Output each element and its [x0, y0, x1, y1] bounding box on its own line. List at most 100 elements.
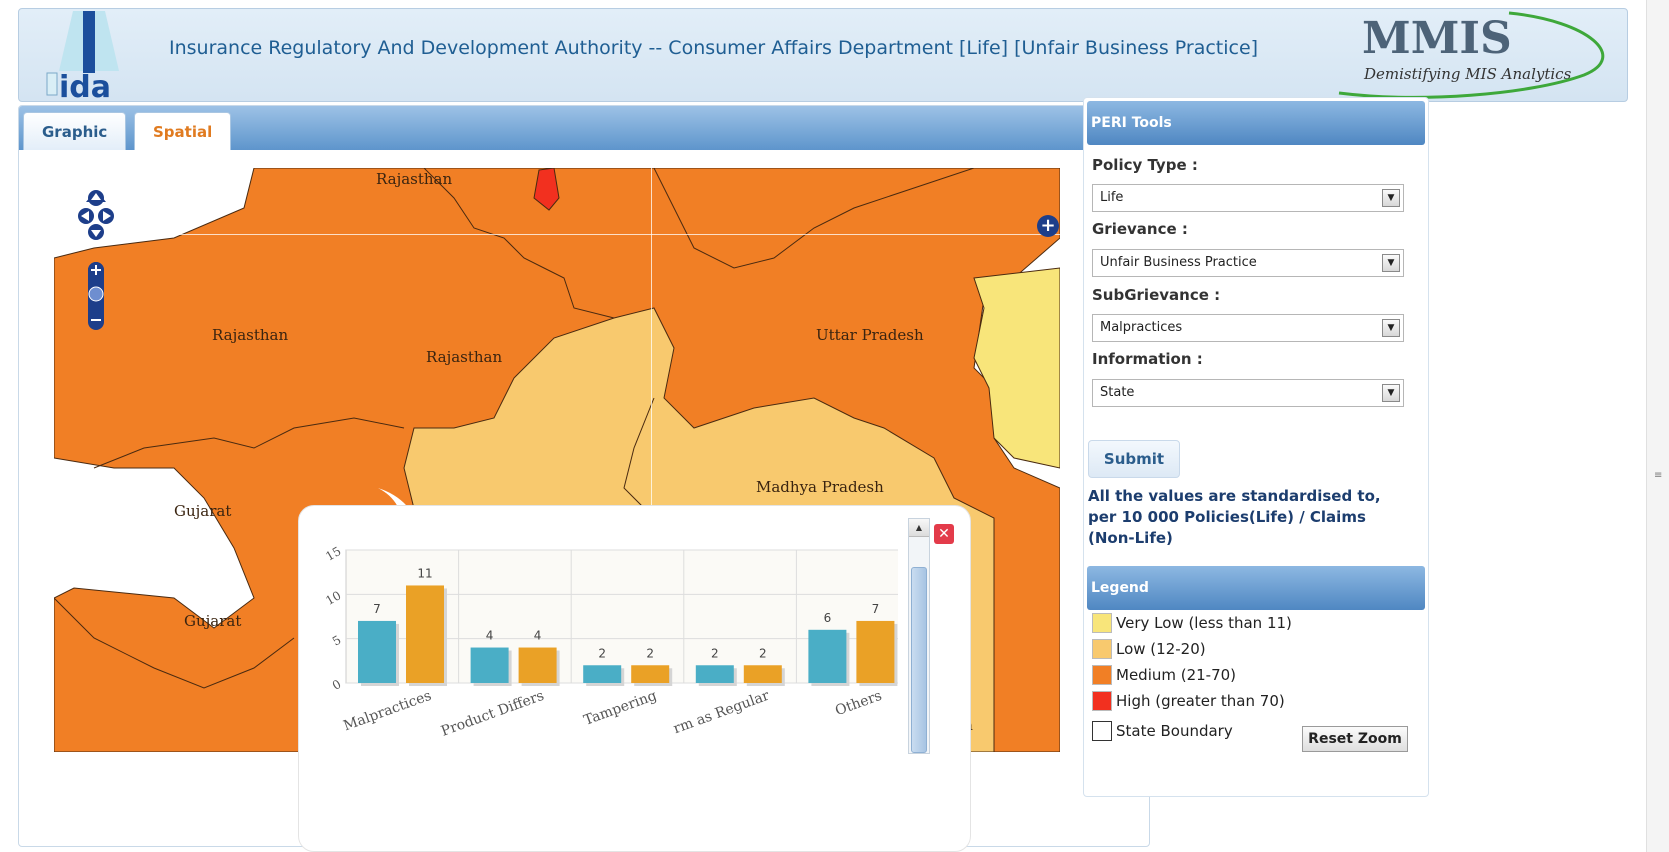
- legend-swatch: [1092, 639, 1112, 659]
- grievance-select[interactable]: Unfair Business Practice ▼: [1092, 249, 1404, 277]
- window-scrollbar[interactable]: ≡: [1646, 0, 1669, 852]
- bar: [808, 629, 847, 683]
- brand-name: MMIS: [1362, 13, 1512, 64]
- legend-label: High (greater than 70): [1116, 692, 1285, 710]
- map-boundary: [423, 168, 615, 319]
- bar: [631, 665, 670, 683]
- legend-header: Legend: [1087, 566, 1425, 610]
- pan-right-icon[interactable]: [98, 208, 114, 224]
- bar: [695, 665, 734, 683]
- x-tick-label: Tampering: [582, 688, 659, 729]
- submit-button[interactable]: Submit: [1088, 440, 1180, 478]
- y-tick-label: 10: [323, 588, 343, 608]
- scroll-up-icon[interactable]: ▲: [909, 519, 929, 537]
- legend-label: Very Low (less than 11): [1116, 614, 1292, 632]
- subgrievance-label: SubGrievance :: [1092, 286, 1221, 304]
- policy-type-select[interactable]: Life ▼: [1092, 184, 1404, 212]
- bar: [518, 647, 557, 683]
- zoom-out-icon[interactable]: [88, 312, 104, 328]
- legend-item: State Boundary: [1092, 720, 1233, 742]
- subgrievance-value: Malpractices: [1100, 320, 1183, 335]
- dropdown-arrow-icon[interactable]: ▼: [1382, 319, 1400, 337]
- legend-item: Low (12-20): [1092, 638, 1206, 660]
- map-boundary: [93, 417, 405, 469]
- grievance-value: Unfair Business Practice: [1100, 255, 1257, 270]
- bar-value-label: 4: [486, 629, 494, 643]
- legend-swatch: [1092, 613, 1112, 633]
- reset-zoom-button[interactable]: Reset Zoom: [1302, 726, 1408, 752]
- bar: [358, 620, 396, 683]
- map-region-gujarat-coast: [54, 597, 295, 689]
- bar: [743, 665, 782, 683]
- logo-text: ida: [59, 70, 111, 99]
- bar: [406, 585, 444, 683]
- scroll-thumb[interactable]: [911, 567, 927, 753]
- app-header: ida Insurance Regulatory And Development…: [18, 8, 1628, 102]
- x-tick-label: Malpractices: [341, 688, 433, 735]
- y-tick-label: 0: [330, 677, 344, 693]
- bar: [856, 620, 895, 683]
- standardisation-note: All the values are standardised to, per …: [1088, 487, 1381, 547]
- map-grid-line: [651, 168, 652, 752]
- bar-value-label: 4: [534, 629, 542, 643]
- legend-label: Medium (21-70): [1116, 666, 1237, 684]
- map-label: Rajasthan: [376, 170, 453, 188]
- scroll-grip-icon[interactable]: ≡: [1654, 470, 1663, 481]
- brand-tagline: Demistifying MIS Analytics: [1364, 65, 1572, 83]
- map-grid-line: [54, 234, 1060, 235]
- layer-switcher-icon[interactable]: +: [1037, 215, 1059, 237]
- map-pan-zoom-control: [78, 190, 114, 330]
- tab-graphic[interactable]: Graphic: [23, 112, 127, 150]
- pan-down-icon[interactable]: [88, 224, 104, 240]
- grievance-label: Grievance :: [1092, 220, 1188, 238]
- dropdown-arrow-icon[interactable]: ▼: [1382, 254, 1400, 272]
- legend-item: Very Low (less than 11): [1092, 612, 1292, 634]
- zoom-in-icon[interactable]: [88, 262, 104, 278]
- map-label: Rajasthan: [212, 326, 289, 344]
- bar-value-label: 7: [373, 602, 381, 616]
- legend-swatch: [1092, 691, 1112, 711]
- tab-spatial[interactable]: Spatial: [134, 112, 232, 150]
- dropdown-arrow-icon[interactable]: ▼: [1382, 189, 1400, 207]
- map-region-very-low[interactable]: [973, 267, 1060, 469]
- map-label: Rajasthan: [426, 348, 503, 366]
- y-tick-label: 5: [330, 633, 344, 649]
- legend-swatch: [1092, 665, 1112, 685]
- x-tick-label: Product Differs: [439, 688, 546, 740]
- map-boundary: [653, 168, 975, 269]
- bar-value-label: 7: [872, 602, 880, 616]
- legend-label: Low (12-20): [1116, 640, 1206, 658]
- subgrievance-select[interactable]: Malpractices ▼: [1092, 314, 1404, 342]
- irda-logo: ida: [46, 11, 119, 99]
- close-icon[interactable]: ✕: [934, 524, 954, 544]
- policy-type-value: Life: [1100, 190, 1124, 205]
- x-tick-label: Others: [833, 688, 884, 720]
- popup-scrollbar[interactable]: ▲: [908, 518, 930, 754]
- information-label: Information :: [1092, 350, 1203, 368]
- bar-value-label: 2: [711, 646, 719, 660]
- x-tick-label: rm as Regular: [671, 688, 771, 738]
- information-select[interactable]: State ▼: [1092, 379, 1404, 407]
- bar: [583, 665, 622, 683]
- bar-value-label: 2: [646, 646, 654, 660]
- legend-item: Medium (21-70): [1092, 664, 1236, 686]
- bar-value-label: 11: [417, 566, 432, 580]
- map-region-high[interactable]: [533, 168, 560, 211]
- map-label: Gujarat: [184, 612, 242, 630]
- pan-up-icon[interactable]: [86, 190, 106, 206]
- bar: [470, 647, 509, 683]
- tools-sidebar: PERI Tools Policy Type : Life ▼ Grievanc…: [1083, 97, 1429, 797]
- information-value: State: [1100, 385, 1135, 400]
- legend-swatch: [1092, 721, 1112, 741]
- zoom-world-icon[interactable]: [88, 286, 104, 302]
- dropdown-arrow-icon[interactable]: ▼: [1382, 384, 1400, 402]
- map-label: Uttar Pradesh: [816, 326, 924, 344]
- bar-value-label: 2: [759, 646, 767, 660]
- bar-value-label: 2: [598, 646, 606, 660]
- policy-type-label: Policy Type :: [1092, 156, 1198, 174]
- tools-header: PERI Tools: [1087, 101, 1425, 145]
- pan-left-icon[interactable]: [78, 208, 94, 224]
- legend-item: High (greater than 70): [1092, 690, 1285, 712]
- map-label: Gujarat: [174, 502, 232, 520]
